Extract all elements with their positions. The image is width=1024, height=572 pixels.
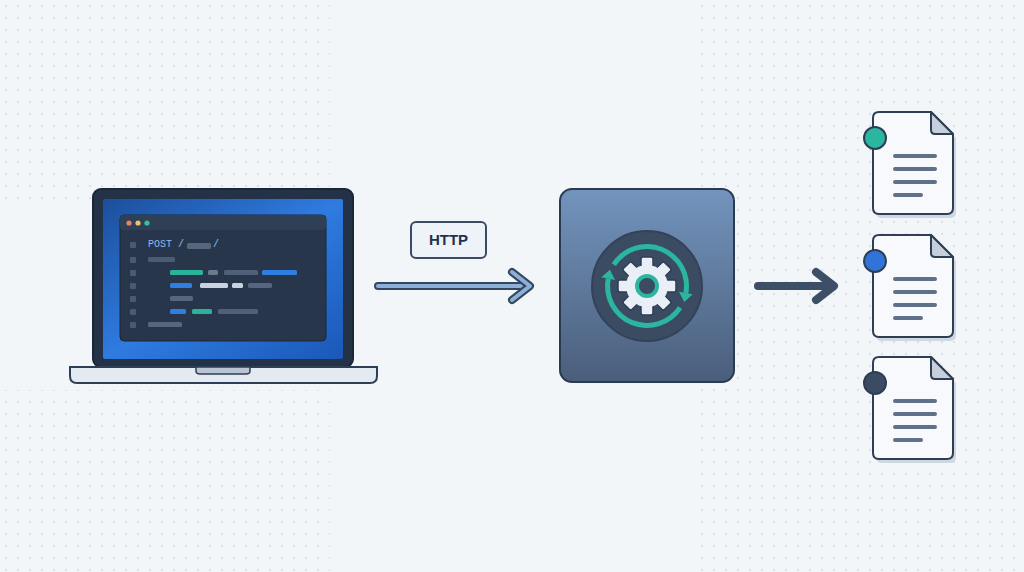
processing-box [560, 189, 734, 382]
dot-grid [700, 0, 1024, 572]
code-text: / [213, 239, 219, 251]
document-icon [864, 357, 956, 463]
request-arrow [378, 272, 530, 300]
arrow-head [601, 270, 615, 280]
laptop-icon [70, 189, 377, 383]
code-editor-window: POST / / [120, 215, 326, 341]
document-icon [864, 112, 956, 218]
status-dot [864, 127, 886, 149]
code-text: POST / [148, 239, 184, 251]
gear-body [626, 265, 668, 307]
output-arrow [758, 272, 834, 300]
dot-grid [0, 0, 330, 200]
badge-label: HTTP [429, 231, 468, 249]
document-icon [864, 235, 956, 341]
label-badge [411, 222, 486, 258]
arrow-head [679, 292, 693, 302]
gear-icon [601, 244, 692, 328]
document-icons [864, 112, 956, 463]
status-dot [864, 250, 886, 272]
dot-grid [0, 390, 330, 572]
gear-hub [637, 276, 657, 296]
status-dot [864, 372, 886, 394]
code-editor [120, 215, 326, 341]
http-badge: HTTP [411, 222, 486, 258]
